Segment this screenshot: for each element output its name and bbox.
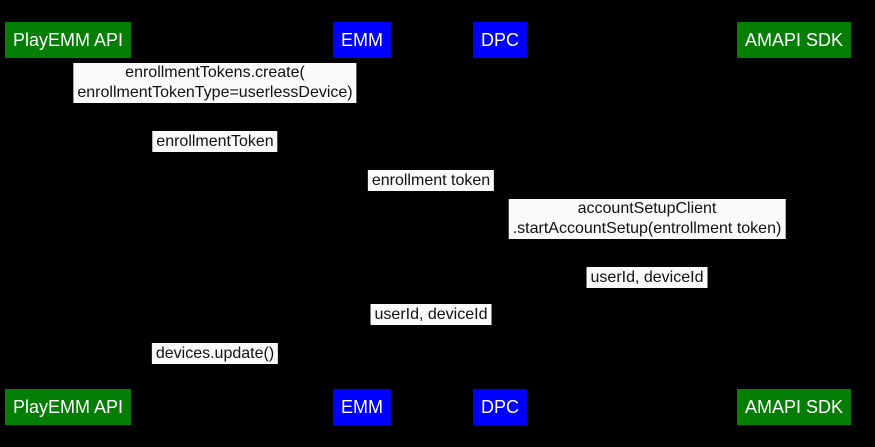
message-line: userId, deviceId bbox=[590, 269, 704, 286]
actor-playemm-api-bottom: PlayEMM API bbox=[4, 389, 132, 425]
message-userid-deviceid-1: userId, deviceId bbox=[586, 267, 708, 288]
message-line: .startAccountSetup(entrollment token) bbox=[512, 220, 782, 237]
message-line: enrollmentTokens.create( bbox=[125, 64, 305, 81]
message-line: accountSetupClient bbox=[577, 200, 717, 217]
actor-emm-top: EMM bbox=[333, 22, 391, 58]
message-enrollment-tokens-create: enrollmentTokens.create( enrollmentToken… bbox=[73, 63, 357, 103]
message-enrollment-token-reply: enrollmentToken bbox=[152, 131, 278, 152]
message-userid-deviceid-2: userId, deviceId bbox=[370, 304, 492, 325]
actor-dpc-bottom: DPC bbox=[472, 389, 528, 425]
actor-dpc-top: DPC bbox=[472, 22, 528, 58]
message-line: enrollment token bbox=[371, 172, 491, 189]
message-start-account-setup: accountSetupClient .startAccountSetup(en… bbox=[508, 199, 786, 239]
message-line: devices.update() bbox=[155, 345, 275, 362]
actor-playemm-api-top: PlayEMM API bbox=[4, 22, 132, 58]
message-line: userId, deviceId bbox=[374, 306, 488, 323]
actor-amapi-sdk-bottom: AMAPI SDK bbox=[736, 389, 852, 425]
message-line: enrollmentTokenType=userlessDevice) bbox=[77, 84, 353, 101]
message-enrollment-token: enrollment token bbox=[367, 170, 495, 191]
actor-amapi-sdk-top: AMAPI SDK bbox=[736, 22, 852, 58]
actor-emm-bottom: EMM bbox=[333, 389, 391, 425]
message-devices-update: devices.update() bbox=[151, 343, 279, 364]
message-line: enrollmentToken bbox=[156, 133, 274, 150]
